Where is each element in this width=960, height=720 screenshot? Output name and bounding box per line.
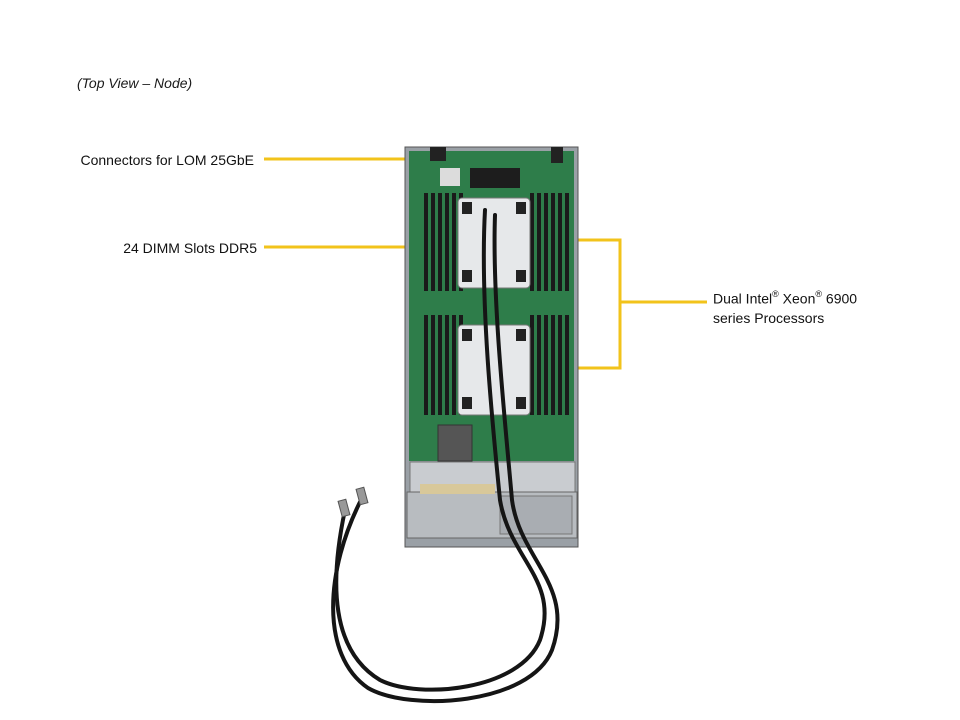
io-connector-white: [440, 168, 460, 186]
dimm-bank-upper-right: [530, 193, 569, 291]
cooling-hoses: [331, 208, 560, 704]
lom-connector: [430, 147, 446, 161]
heatsink-chip: [437, 424, 473, 462]
dimm-bank-lower-right: [530, 315, 569, 415]
view-caption: (Top View – Node): [77, 75, 193, 91]
callout-label-cpu: Dual Intel® Xeon® 6900 series Processors: [713, 286, 857, 328]
top-latch-right: [551, 147, 563, 163]
registered-mark: ®: [772, 289, 779, 299]
cpu-label-line1-mid: Xeon: [778, 290, 816, 307]
cpu-label-line1-prefix: Dual Intel: [713, 290, 773, 307]
io-connector-block: [470, 168, 520, 188]
callout-label-dimm: 24 DIMM Slots DDR5: [123, 240, 257, 256]
rear-bracket-slot: [420, 484, 495, 494]
cpu-label-line1-suffix: 6900: [822, 290, 858, 307]
cpu-label-line2: series Processors: [713, 309, 825, 326]
registered-mark: ®: [815, 289, 823, 299]
cpu-cold-plate-2: [457, 324, 531, 416]
callout-label-lom: Connectors for LOM 25GbE: [80, 152, 254, 168]
hose-fittings: [337, 486, 369, 518]
